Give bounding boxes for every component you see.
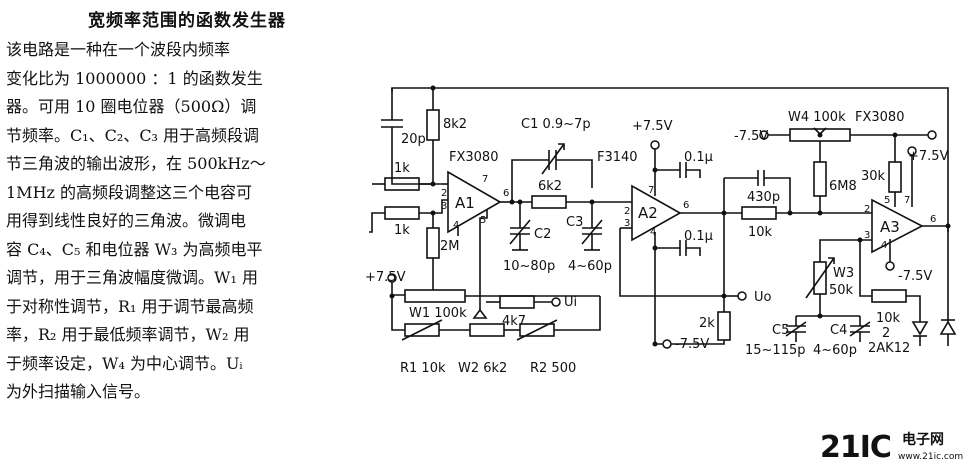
description-line: 调节，用于三角波幅度微调。W₁ 用 <box>6 268 258 287</box>
pin-a2-7: 7 <box>648 185 654 196</box>
description-line: 器。可用 10 圈电位器（500Ω）调 <box>6 97 257 116</box>
label-r2m: 2M <box>440 239 460 254</box>
label-uo: Uo <box>754 290 772 305</box>
label-c5-val: 15~115p <box>745 343 806 358</box>
pin-a3-6: 6 <box>930 214 936 225</box>
label-w2: W2 6k2 <box>458 361 507 376</box>
description-line: 为外扫描输入信号。 <box>6 382 151 401</box>
label-w4: W4 100k <box>788 110 846 125</box>
label-c01u-top: 0.1μ <box>684 150 713 165</box>
pin-a2-3: 3 <box>624 218 630 229</box>
chip-fx3080-w4: FX3080 <box>855 110 904 125</box>
pin-a3-3: 3 <box>864 230 870 241</box>
pin-a1-7: 7 <box>482 174 488 185</box>
pin-a1-3: 3 <box>441 201 447 212</box>
description-line: 容 C₄、C₅ 和电位器 W₃ 为高频电平 <box>6 239 263 259</box>
description-line: 变化比为 1000000 ：1 的函数发生 <box>6 68 263 88</box>
pin-a3-2: 2 <box>864 204 870 215</box>
description-line: 率，R₂ 用于最低频率调节，W₂ 用 <box>6 325 250 344</box>
pin-a1-4: 4 <box>453 220 459 231</box>
label-c4-val: 4~60p <box>813 343 857 358</box>
pin-a3-4: 4 <box>881 240 887 251</box>
description-line: 1MHz 的高频段调整这三个电容可 <box>6 182 253 202</box>
pin-a1-2: 2 <box>441 188 447 199</box>
pin-a2-2: 2 <box>624 206 630 217</box>
label-r1k-bot: 1k <box>394 223 410 238</box>
label-c4: C4 <box>830 323 847 338</box>
label-c2-val: 10~80p <box>503 259 555 274</box>
label-c430p: 430p <box>747 190 780 205</box>
label-r2: R2 500 <box>530 361 576 376</box>
label-r1: R1 10k <box>400 361 446 376</box>
description-line: 于对称性调节，R₁ 用于调节最高频 <box>6 296 254 316</box>
label-vp-a3: +7.5V <box>908 149 949 164</box>
label-w1: W1 100k <box>409 306 467 321</box>
description: 该电路是一种在一个波段内频率 变化比为 1000000 ：1 的函数发生 器。可… <box>6 36 324 407</box>
pin-a1-5: 5 <box>480 215 486 226</box>
pin-a2-4: 4 <box>650 227 656 238</box>
page-title: 宽频率范围的函数发生器 <box>88 11 286 31</box>
pin-a3-5: 5 <box>884 195 890 206</box>
label-r8k2: 8k2 <box>443 117 467 132</box>
pin-a3-7: 7 <box>904 195 910 206</box>
watermark-brand: 21IC <box>820 430 891 465</box>
amp-label-a3: A3 <box>880 218 900 236</box>
label-vp-left: +7.5V <box>365 270 406 285</box>
circuit-schematic: A1 A2 A3 FX3080 F3140 FX3080 20p 8k2 1k … <box>365 85 957 376</box>
description-line: 用得到线性良好的三角波。微调电 <box>6 211 247 230</box>
pin-a1-6: 6 <box>503 188 509 199</box>
description-line: 该电路是一种在一个波段内频率 <box>6 40 231 59</box>
description-line: 于频率设定，W₄ 为中心调节。Uᵢ <box>6 353 243 373</box>
label-vm-a3: -7.5V <box>898 269 932 284</box>
label-c1: C1 0.9~7p <box>521 117 591 132</box>
label-r4k7: 4k7 <box>502 314 526 329</box>
label-c5: C5 <box>772 323 789 338</box>
pin-a2-6: 6 <box>683 200 689 211</box>
label-vm-bot: -7.5V <box>675 337 709 352</box>
label-r10k-mid: 10k <box>748 225 773 240</box>
label-d2: 2 <box>882 326 890 341</box>
label-ui: Ui <box>564 295 577 310</box>
label-r2k: 2k <box>699 316 715 331</box>
label-r6k2: 6k2 <box>538 179 562 194</box>
amp-label-a2: A2 <box>638 204 658 222</box>
label-r1k-top: 1k <box>394 161 410 176</box>
description-line: 节三角波的输出波形，在 500kHz～ <box>6 154 266 173</box>
watermark-url: www.21ic.com <box>898 452 963 462</box>
label-w3: W3 <box>833 266 854 281</box>
label-diode: 2AK12 <box>868 341 910 356</box>
label-c3: C3 <box>566 215 583 230</box>
label-vp-a2: +7.5V <box>632 119 673 134</box>
chip-fx3080: FX3080 <box>449 150 498 165</box>
label-r10k-right: 10k <box>876 311 901 326</box>
chip-f3140: F3140 <box>597 150 638 165</box>
label-c3-val: 4~60p <box>568 259 612 274</box>
label-c2: C2 <box>534 227 551 242</box>
label-c01u-bot: 0.1μ <box>684 229 713 244</box>
label-vm-w4: -7.5V <box>734 129 768 144</box>
amp-label-a1: A1 <box>455 194 475 212</box>
description-line: 节频率。C₁、C₂、C₃ 用于高频段调 <box>6 125 260 145</box>
watermark-cn: 电子网 <box>902 431 944 448</box>
label-r6m8: 6M8 <box>829 179 857 194</box>
label-c20p: 20p <box>401 132 426 147</box>
label-w3-val: 50k <box>829 283 854 298</box>
watermark-logo: 21IC 电子网 www.21ic.com <box>820 430 963 465</box>
label-r30k: 30k <box>861 169 886 184</box>
